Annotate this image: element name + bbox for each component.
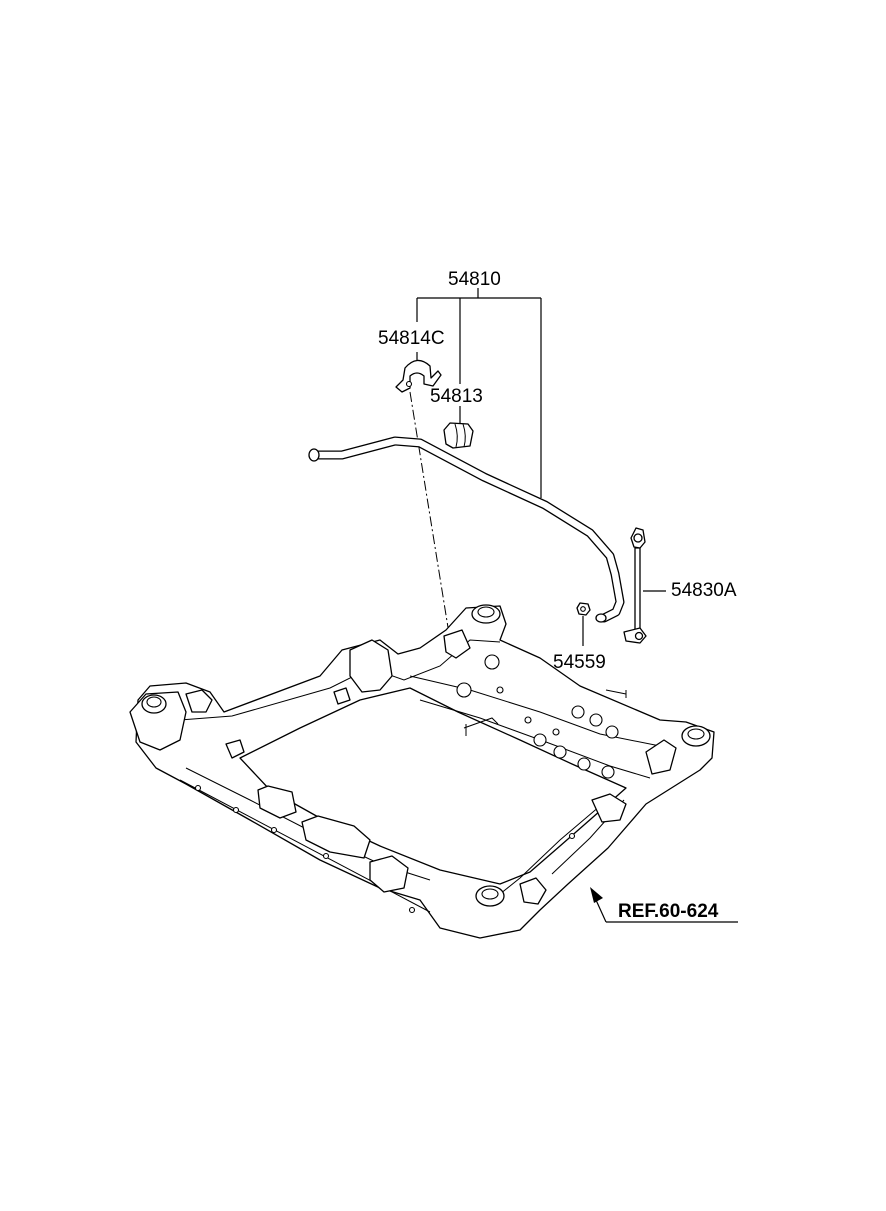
stabilizer-bracket [395,359,442,393]
front-subframe [129,604,715,939]
callout-leaders [409,288,738,923]
label-ref-60-624: REF.60-624 [618,901,719,922]
stabilizer-bushing [443,422,474,449]
label-54814C: 54814C [378,328,445,349]
label-54810: 54810 [448,269,501,290]
hex-nut [576,602,591,616]
label-54830A: 54830A [671,580,737,601]
label-54559: 54559 [553,652,606,673]
stabilizer-bar [308,436,625,623]
stabilizer-link [623,527,647,644]
label-54813: 54813 [430,386,483,407]
